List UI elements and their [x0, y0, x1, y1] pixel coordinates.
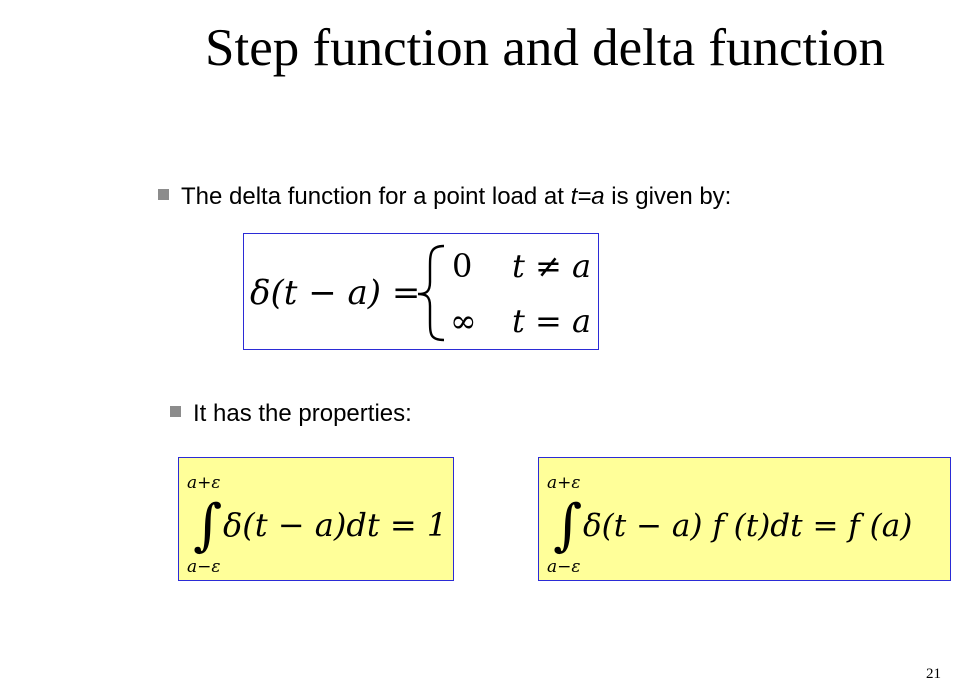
case2-value: ∞	[450, 302, 477, 340]
page-number: 21	[926, 666, 941, 682]
delta-lhs: δ(t − a) =	[250, 273, 420, 313]
bullet-marker-icon	[158, 189, 169, 200]
bullet1-text-before: The delta function for a point load at	[181, 183, 571, 210]
delta-definition-equation: δ(t − a) = 0 t ≠ a ∞ t = a	[243, 233, 599, 350]
property2-equation: a+ε ∫ a−ε δ(t − a) f (t)dt = f (a)	[538, 457, 951, 581]
property1-lower-limit: a−ε	[187, 557, 221, 577]
case1-condition: t ≠ a	[512, 247, 591, 285]
case1-value: 0	[452, 247, 472, 285]
property1-upper-limit: a+ε	[187, 473, 221, 493]
property2-body: δ(t − a) f (t)dt = f (a)	[583, 508, 912, 544]
case2-condition: t = a	[512, 302, 591, 340]
property2-integral-sign: ∫	[553, 493, 582, 558]
bullet-properties: It has the properties:	[170, 397, 670, 431]
bullet1-text-after: is given by:	[604, 183, 732, 210]
property1-body: δ(t − a)dt = 1	[223, 506, 447, 544]
property2-lower-limit: a−ε	[547, 557, 581, 577]
left-brace-icon	[417, 244, 445, 342]
bullet-marker-icon	[170, 406, 181, 417]
bullet-delta-definition: The delta function for a point load at t…	[158, 180, 878, 214]
property1-integral-sign: ∫	[193, 493, 222, 558]
property2-upper-limit: a+ε	[547, 473, 581, 493]
bullet2-text: It has the properties:	[193, 400, 412, 427]
bullet1-text-italic: t=a	[570, 183, 605, 210]
property1-equation: a+ε ∫ a−ε δ(t − a)dt = 1	[178, 457, 454, 581]
slide-title: Step function and delta function	[205, 19, 885, 77]
